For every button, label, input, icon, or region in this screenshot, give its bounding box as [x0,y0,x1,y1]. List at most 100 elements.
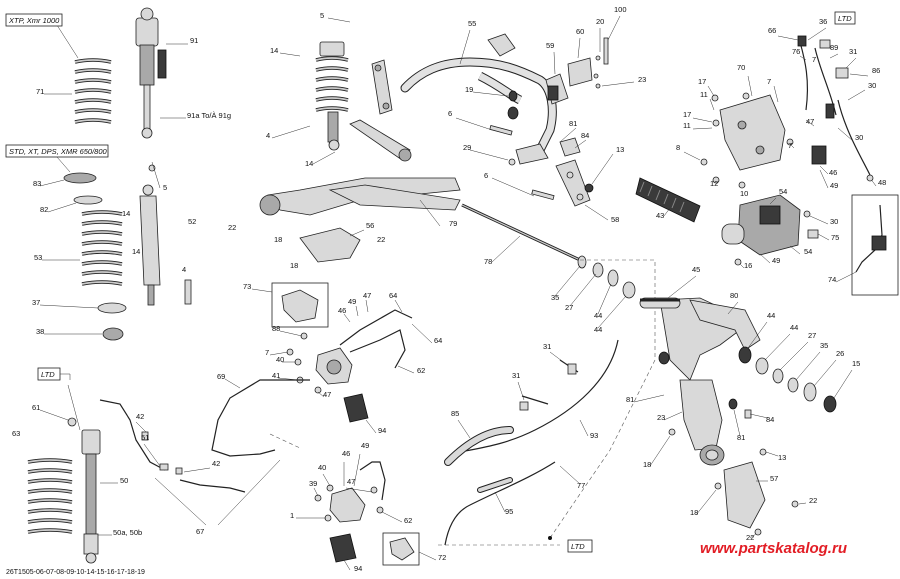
skid-plate [695,461,807,539]
part-callout: 61 [32,403,40,412]
part-callout: 82 [40,205,48,214]
part-callout: 42 [136,412,144,421]
part-callout: 95 [505,507,513,516]
long-shaft [461,203,581,263]
part-callout: 79 [449,219,457,228]
part-callout: 93 [590,431,598,440]
part-callout: 60 [576,27,584,36]
ltd-top-label: LTD [838,14,852,23]
part-callout: 31 [512,371,520,380]
part-callout: 57 [770,474,778,483]
part-callout: 22 [809,496,817,505]
part-callout: 14 [132,247,140,256]
part-callout: 6 [484,171,488,180]
part-callout: 62 [404,516,412,525]
label-box-xtp: XTP, Xmr 1000 [5,13,63,27]
part-callout: 1 [290,511,294,520]
part-callout: 42 [212,459,220,468]
part-callout: 71 [36,87,44,96]
drawing-code: 26T1505-06-07-08-09-10-14-15-16-17-18-19 [6,569,145,576]
ltd-actuator [721,145,830,269]
part-callout: 47 [323,390,331,399]
reference-line [549,259,656,539]
label-box-ltd-left: LTD [37,367,71,381]
ltd-top-cables [777,27,877,187]
part-callout: 13 [616,145,624,154]
part-callout: 44 [594,325,602,334]
part-callout: 94 [378,426,386,435]
upper-shock-absorber [271,17,351,165]
part-callout: 40 [318,463,326,472]
part-callout: 58 [611,215,619,224]
part-callout: 17 [683,110,691,119]
part-callout: 91 [190,36,198,45]
part-callout: 78 [484,257,492,266]
std-shock-absorber [139,161,192,306]
part-callout: 56 [366,221,374,230]
part-callout: 54 [779,187,787,196]
part-callout: 74 [828,275,836,284]
ltd-left-label: LTD [41,370,55,379]
part-callout: 72 [438,553,446,562]
part-callout: 51 [141,433,149,442]
steering-knuckle [633,379,725,467]
part-callout: 22 [746,533,754,542]
part-callout: 14 [270,46,278,55]
part-callout: 11 [700,90,708,99]
brake-assembly-box [382,532,437,566]
part-callout: 100 [614,5,627,14]
part-callout: 10 [740,189,748,198]
part-callout: 36 [819,17,827,26]
link-rod-bolts [455,117,555,201]
label-box-ltd-top: LTD [834,11,856,25]
part-callout: 31 [543,342,551,351]
part-callout: 53 [34,253,42,262]
part-callout: 23 [638,75,646,84]
part-callout: 84 [581,131,589,140]
part-callout: 23 [657,413,665,422]
part-callout: 14 [305,159,313,168]
part-callout: 35 [820,341,828,350]
watermark: www.partskatalog.ru [700,540,847,557]
part-callout: 45 [692,265,700,274]
part-callout: 7 [788,141,792,150]
part-callout: 94 [354,564,362,573]
brake-caliper-lower [296,453,403,523]
linkage-plate [371,59,393,115]
stabilizer-bar [400,29,557,155]
part-callout: 18 [290,261,298,270]
part-callout: 6 [448,109,452,118]
part-callout: 50 [120,476,128,485]
part-callout: 86 [872,66,880,75]
part-callout: 46 [829,168,837,177]
bearing-set-upper [554,255,636,329]
part-callout: 11 [683,121,691,130]
part-callout: 17 [698,77,706,86]
part-callout: 18 [690,508,698,517]
part-callout: 49 [348,297,356,306]
part-callout: 88 [272,324,280,333]
part-callout: 27 [808,331,816,340]
xtp-spring [44,21,112,124]
part-callout: 54 [804,247,812,256]
part-callout: 70 [737,63,745,72]
part-callout: 44 [790,323,798,332]
part-callout: 47 [347,477,355,486]
part-callout: 84 [766,415,774,424]
part-callout: 75 [831,233,839,242]
part-callout: 27 [565,303,573,312]
part-callout: 50a, 50b [113,528,142,537]
part-callout: 66 [768,26,776,35]
part-callout: 12 [710,179,718,188]
part-callout: 55 [468,19,476,28]
part-callout: 29 [463,143,471,152]
link-plate-58 [555,127,614,221]
part-callout: 7 [767,77,771,86]
part-callout: 77 [577,481,585,490]
xtp-label: XTP, Xmr 1000 [8,16,60,25]
part-callout: 64 [389,291,397,300]
label-box-ltd-bottom: LTD [548,536,593,553]
part-callout: 83 [33,179,41,188]
part-callout: 89 [830,43,838,52]
